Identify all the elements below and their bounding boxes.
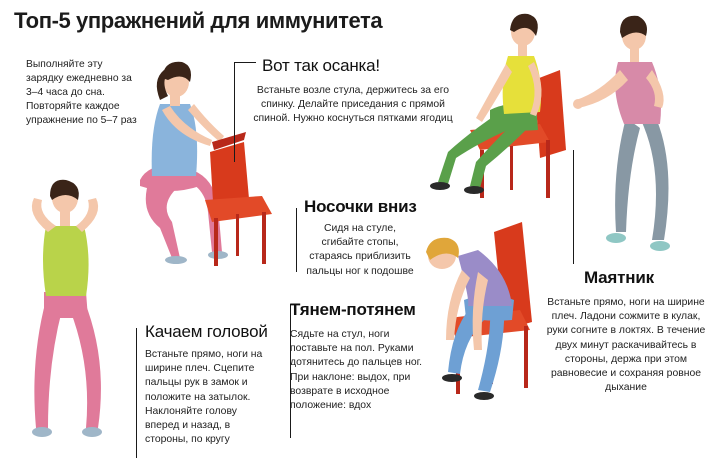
page-title: Топ-5 упражнений для иммунитета [14, 8, 383, 33]
leader-line-1 [234, 62, 256, 162]
exercise-2-text: Сидя на стуле, сгибайте стопы, стараясь … [306, 223, 414, 277]
toes-woman-figure [430, 13, 542, 194]
exercise-1-text: Встаньте возле стула, держитесь за его с… [253, 85, 453, 125]
squat-woman-figure [140, 61, 228, 264]
exercise-5-text: Встаньте прямо, ноги на ширине плеч. Сце… [145, 349, 263, 446]
pendulum-woman-figure [573, 15, 670, 251]
intro-text: Выполняйте эту зарядку ежедневно за 3–4 … [26, 59, 137, 126]
leader-line-3 [573, 150, 575, 264]
leader-line-5 [136, 328, 138, 458]
exercise-3-text: Встаньте прямо, ноги на ширине плеч. Лад… [546, 297, 706, 394]
leader-line-4 [290, 304, 292, 438]
stretch-woman-figure [426, 237, 514, 400]
leader-line-2 [296, 208, 298, 272]
chair-1 [205, 132, 272, 266]
exercise-4-title: Тянем-потянем [290, 300, 416, 319]
head-woman-figure [31, 179, 102, 437]
exercise-5-title: Качаем головой [145, 322, 268, 341]
exercise-1-title: Вот так осанка! [262, 56, 380, 75]
exercise-4-text: Сядьте на стул, ноги поставьте на пол. Р… [290, 329, 423, 412]
exercise-3-title: Маятник [584, 268, 654, 287]
exercise-2-title: Носочки вниз [304, 197, 417, 216]
